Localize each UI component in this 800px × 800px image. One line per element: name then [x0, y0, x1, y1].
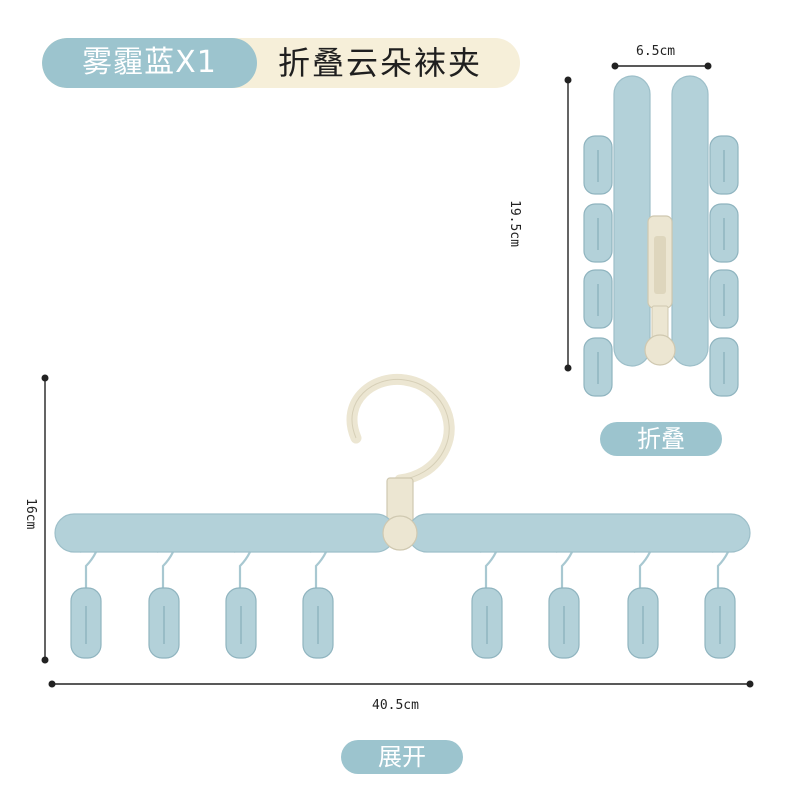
folded-state-label: 折叠 [600, 422, 722, 456]
folded-height-label: 19.5cm [507, 200, 522, 247]
folded-hinge-knob [644, 334, 676, 366]
clip-wires [79, 547, 730, 588]
title-banner: 雾霾蓝X1 折叠云朵袜夹 [42, 38, 520, 88]
folded-left-arm [613, 75, 651, 367]
unfolded-width-label: 40.5cm [372, 698, 419, 713]
right-hanger-arm [407, 513, 751, 553]
product-name-label: 折叠云朵袜夹 [278, 44, 483, 82]
unfolded-clips [70, 587, 736, 659]
hinge-knob [382, 515, 418, 551]
unfolded-hanger [41, 373, 754, 688]
folded-hanger [564, 62, 739, 397]
left-hanger-arm [54, 513, 396, 553]
folded-width-label: 6.5cm [636, 44, 676, 59]
unfolded-state-label: 展开 [341, 740, 463, 774]
color-variant-label: 雾霾蓝X1 [42, 38, 257, 88]
folded-right-arm [671, 75, 709, 367]
unfolded-height-label: 16cm [23, 498, 38, 530]
